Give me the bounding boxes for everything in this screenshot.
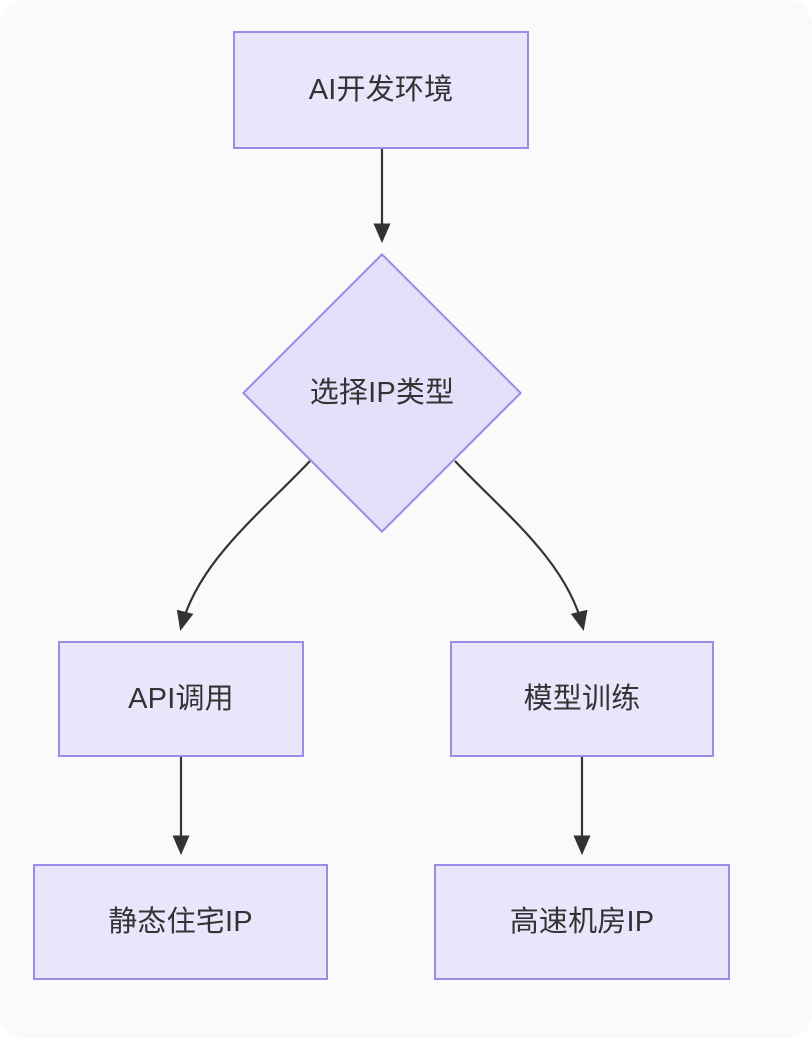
- node-label: 模型训练: [523, 682, 641, 715]
- node-static-residential-ip[interactable]: 静态住宅IP: [33, 864, 328, 980]
- node-select-ip-type[interactable]: 选择IP类型: [241, 252, 523, 534]
- node-label: AI开发环境: [308, 73, 454, 106]
- node-model-training[interactable]: 模型训练: [450, 641, 714, 757]
- node-datacenter-ip[interactable]: 高速机房IP: [434, 864, 730, 980]
- node-label: 静态住宅IP: [108, 905, 253, 938]
- node-label: 选择IP类型: [309, 376, 455, 409]
- node-label: API调用: [128, 682, 234, 715]
- node-ai-dev-environment[interactable]: AI开发环境: [233, 31, 529, 149]
- node-label: 高速机房IP: [509, 905, 655, 938]
- node-api-call[interactable]: API调用: [58, 641, 304, 757]
- diamond-label-wrap: 选择IP类型: [242, 376, 522, 411]
